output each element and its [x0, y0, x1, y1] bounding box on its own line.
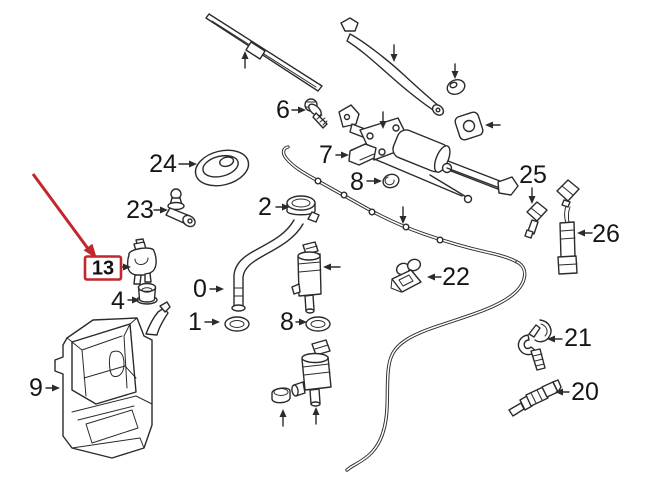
wiper-arm-part: [340, 17, 445, 116]
hose-connector-part: [508, 379, 562, 417]
highlight-arrow-line: [31, 173, 91, 251]
washer-reservoir-part: [54, 301, 171, 459]
seal-ring-1-part: [224, 316, 250, 332]
highlight-box: [83, 255, 123, 281]
callout-label-23: 23: [126, 196, 154, 224]
highlight-arrowhead-icon: [83, 243, 97, 259]
callout-label-22: 22: [442, 263, 470, 291]
callout-label-9: 9: [29, 374, 43, 402]
mounting-pad-part: [454, 111, 484, 141]
grommet-4-part: [136, 282, 158, 305]
callout-label-0: 0: [193, 275, 207, 303]
filler-cap-part: [286, 195, 320, 223]
callout-arrows: [45, 106, 593, 396]
callout-label-4: 4: [111, 287, 125, 315]
diagram-line-art: [45, 13, 593, 472]
callout-label-25: 25: [519, 161, 547, 189]
highlighted-part-number: 13: [92, 258, 114, 280]
washer-pump-2-part: [291, 339, 332, 407]
callout-label-8b: 8: [280, 308, 294, 336]
hose-bracket-part: [390, 258, 422, 293]
callout-label-8: 8: [350, 168, 364, 196]
washer-hose-part: [281, 145, 527, 472]
highlight-annotation: 13: [31, 173, 123, 281]
callout-label-21: 21: [564, 324, 592, 352]
pointer-arrows: [241, 44, 501, 427]
pump-grommet-part: [271, 387, 291, 404]
callout-label-20: 20: [571, 378, 599, 406]
ball-stud-part: [165, 188, 196, 228]
mounting-bolt-part: [304, 98, 328, 129]
callout-label-6: 6: [276, 96, 290, 124]
callout-label-7: 7: [319, 141, 333, 169]
callout-label-26: 26: [592, 220, 620, 248]
washer-nozzle-part: [524, 201, 548, 239]
callout-label-2: 2: [258, 193, 272, 221]
grommet-8-part: [382, 173, 400, 189]
callout-label-24: 24: [149, 150, 177, 178]
filler-tube-part: [231, 219, 304, 312]
washer-pump-part: [291, 241, 322, 314]
callout-label-1: 1: [188, 308, 202, 336]
hose-clip-part: [517, 319, 552, 371]
level-sensor-part: [126, 238, 157, 285]
pivot-grommet-part: [446, 78, 466, 96]
callout-labels: 6 7 8 24 23 2 25 26 22 4 9 0 1 8 21 20: [29, 96, 620, 406]
wiper-blade-part: [205, 13, 323, 92]
retainer-clip-part: [348, 143, 377, 166]
washer-jet-part: [556, 179, 580, 275]
seal-ring-8-part: [305, 316, 331, 332]
pivot-cap-part: [194, 149, 250, 187]
